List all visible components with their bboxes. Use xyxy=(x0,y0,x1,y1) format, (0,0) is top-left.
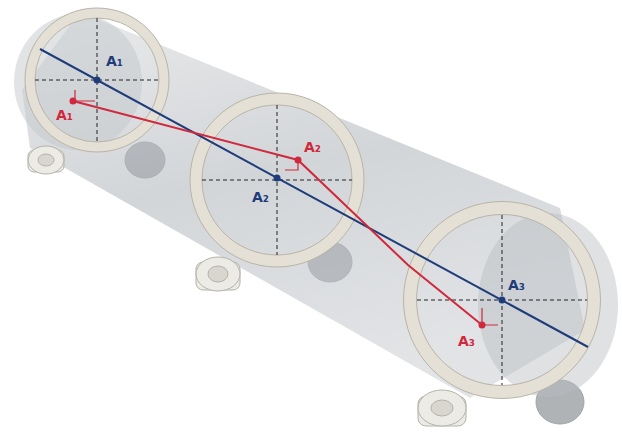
point-label: A₁ xyxy=(56,108,73,122)
crosshair xyxy=(35,18,587,385)
point-label: A₁ xyxy=(106,54,123,68)
point-label: A₃ xyxy=(458,334,475,348)
point-label: A₂ xyxy=(304,140,321,154)
center-point xyxy=(94,77,506,304)
ring-edge xyxy=(25,8,601,399)
actual-axis xyxy=(73,101,482,325)
point-label: A₃ xyxy=(508,278,525,292)
support-roller xyxy=(28,146,466,426)
tire-ring xyxy=(30,13,594,392)
offset-bracket xyxy=(75,90,498,325)
offset-point xyxy=(70,98,486,329)
ideal-axis xyxy=(40,49,588,347)
point-label: A₂ xyxy=(252,190,269,204)
